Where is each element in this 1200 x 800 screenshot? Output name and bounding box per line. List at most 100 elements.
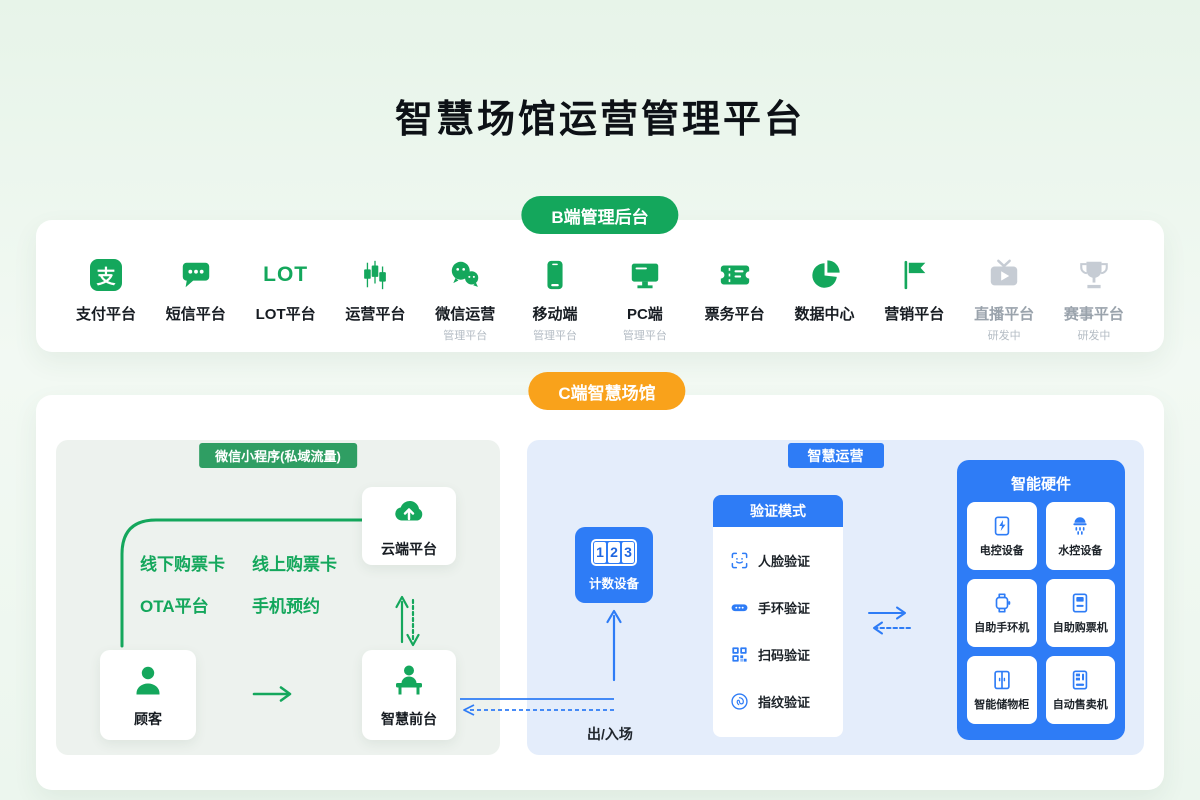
channel-offline-card: 线下购票卡 bbox=[140, 555, 225, 574]
platform-label: 微信运营 bbox=[435, 306, 496, 323]
hw-item-water: 水控设备 bbox=[1045, 502, 1115, 570]
locker-icon bbox=[994, 670, 1010, 689]
smart-operation-panel: 智慧运营 1 2 3 计数设备 出/入场 验证模式 bbox=[527, 440, 1144, 755]
platform-item-operations: 运营平台 bbox=[331, 258, 419, 352]
ticket-icon bbox=[718, 258, 752, 292]
platform-sublabel: 管理平台 bbox=[622, 330, 667, 342]
alipay-icon: 支 bbox=[89, 258, 123, 292]
b-platform-row: 支 支付平台 短信平台 LOT LOT平台 运营平台 bbox=[36, 220, 1164, 352]
fingerprint-icon bbox=[731, 693, 748, 710]
platform-sublabel: 研发中 bbox=[987, 330, 1021, 342]
face-scan-icon bbox=[731, 552, 748, 569]
platform-label: 支付平台 bbox=[75, 306, 136, 323]
platform-item-sms: 短信平台 bbox=[152, 258, 240, 352]
monitor-icon bbox=[628, 258, 662, 292]
cloud-upload-icon bbox=[392, 494, 426, 533]
platform-item-pc: PC端 管理平台 bbox=[601, 258, 689, 352]
platform-item-marketing: 营销平台 bbox=[870, 258, 958, 352]
counter-123-icon: 1 2 3 bbox=[591, 538, 637, 566]
candlestick-icon bbox=[358, 258, 392, 292]
smart-operation-badge: 智慧运营 bbox=[787, 443, 884, 468]
platform-item-ticketing: 票务平台 bbox=[691, 258, 779, 352]
hw-label: 自助购票机 bbox=[1052, 621, 1108, 634]
platform-sublabel: 管理平台 bbox=[533, 330, 578, 342]
page-title: 智慧场馆运营管理平台 bbox=[394, 99, 805, 141]
wechat-miniprogram-panel: 微信小程序(私域流量) 线下购票卡 线上购票卡 OTA平台 手机预约 云端平台 bbox=[56, 440, 500, 755]
channel-ota: OTA平台 bbox=[140, 597, 209, 616]
c-side-badge: C端智慧场馆 bbox=[528, 372, 686, 410]
customer-node: 顾客 bbox=[100, 650, 196, 740]
frontdesk-icon bbox=[391, 662, 427, 703]
smart-hardware-grid: 电控设备 水控设备 自助手环机 自助购票机 bbox=[967, 502, 1115, 724]
wechat-panel-badge: 微信小程序(私域流量) bbox=[199, 443, 357, 468]
ticket-machine-icon bbox=[1073, 592, 1088, 613]
wechat-icon bbox=[448, 258, 482, 292]
platform-item-payment: 支 支付平台 bbox=[62, 258, 150, 352]
verify-label: 人脸验证 bbox=[758, 554, 811, 569]
wristband-icon bbox=[731, 604, 748, 612]
hw-label: 电控设备 bbox=[979, 544, 1024, 557]
frontdesk-node: 智慧前台 bbox=[362, 650, 456, 740]
verify-item-fingerprint: 指纹验证 bbox=[713, 692, 843, 711]
hw-item-locker: 智能储物柜 bbox=[967, 656, 1037, 724]
verify-label: 手环验证 bbox=[758, 601, 811, 616]
hw-item-vending: 自动售卖机 bbox=[1045, 656, 1115, 724]
qrcode-icon bbox=[732, 647, 747, 662]
platform-label: 短信平台 bbox=[165, 306, 226, 323]
platform-item-livestream: 直播平台 研发中 bbox=[960, 258, 1048, 352]
platform-label: 数据中心 bbox=[794, 306, 855, 323]
verification-list: 人脸验证 手环验证 扫码验证 指纹验证 bbox=[713, 527, 843, 737]
pie-chart-icon bbox=[808, 258, 842, 292]
hw-label: 智能储物柜 bbox=[974, 698, 1030, 711]
hw-item-wristband-machine: 自助手环机 bbox=[967, 579, 1037, 647]
platform-item-data-center: 数据中心 bbox=[781, 258, 869, 352]
verify-item-face: 人脸验证 bbox=[713, 551, 843, 570]
verify-label: 扫码验证 bbox=[758, 648, 811, 663]
platform-label: 营销平台 bbox=[884, 306, 945, 323]
smart-hardware-box: 智能硬件 电控设备 水控设备 自助手环机 bbox=[957, 460, 1125, 740]
platform-label: LOT平台 bbox=[255, 306, 316, 323]
vending-machine-icon bbox=[1073, 669, 1088, 690]
verification-modes-box: 验证模式 人脸验证 手环验证 扫码验证 bbox=[713, 495, 843, 737]
c-venue-card: 微信小程序(私域流量) 线下购票卡 线上购票卡 OTA平台 手机预约 云端平台 bbox=[36, 395, 1164, 790]
counting-device-node: 1 2 3 计数设备 bbox=[575, 527, 653, 603]
counting-device-label: 计数设备 bbox=[588, 576, 639, 591]
channel-online-card: 线上购票卡 bbox=[252, 555, 337, 574]
smart-hardware-title: 智能硬件 bbox=[1010, 476, 1071, 493]
gate-in-out-label: 出/入场 bbox=[587, 726, 633, 742]
platform-sublabel: 管理平台 bbox=[443, 330, 488, 342]
hw-label: 水控设备 bbox=[1058, 544, 1103, 557]
flag-icon bbox=[897, 258, 931, 292]
platform-item-events: 赛事平台 研发中 bbox=[1050, 258, 1138, 352]
verify-label: 指纹验证 bbox=[758, 695, 811, 710]
trophy-icon bbox=[1077, 258, 1111, 292]
lot-text-icon: LOT bbox=[263, 263, 309, 286]
wristband-machine-icon bbox=[995, 592, 1010, 613]
hw-item-power: 电控设备 bbox=[967, 502, 1037, 570]
hw-item-ticket-machine: 自助购票机 bbox=[1045, 579, 1115, 647]
frontdesk-label: 智慧前台 bbox=[381, 710, 437, 727]
channel-phone-booking: 手机预约 bbox=[252, 597, 320, 616]
verify-item-wristband: 手环验证 bbox=[713, 598, 843, 617]
hw-label: 自动售卖机 bbox=[1052, 698, 1108, 711]
cloud-platform-node: 云端平台 bbox=[362, 487, 456, 565]
platform-label: 移动端 bbox=[532, 306, 578, 323]
platform-label: 赛事平台 bbox=[1063, 306, 1124, 323]
hw-label: 自助手环机 bbox=[974, 621, 1030, 634]
water-device-icon bbox=[1073, 516, 1087, 535]
platform-label: 票务平台 bbox=[704, 306, 765, 323]
verify-item-qrcode: 扫码验证 bbox=[713, 645, 843, 664]
platform-label: 直播平台 bbox=[974, 306, 1035, 323]
platform-item-wechat: 微信运营 管理平台 bbox=[421, 258, 509, 352]
cloud-platform-label: 云端平台 bbox=[381, 540, 437, 557]
platform-sublabel: 研发中 bbox=[1077, 330, 1111, 342]
platform-label: PC端 bbox=[626, 306, 663, 323]
power-device-icon bbox=[994, 515, 1009, 536]
verification-title: 验证模式 bbox=[713, 495, 843, 527]
customer-label: 顾客 bbox=[134, 710, 162, 727]
platform-item-lot: LOT LOT平台 bbox=[242, 258, 330, 352]
mobile-icon bbox=[538, 258, 572, 292]
sms-icon bbox=[179, 258, 213, 292]
platform-item-mobile: 移动端 管理平台 bbox=[511, 258, 599, 352]
